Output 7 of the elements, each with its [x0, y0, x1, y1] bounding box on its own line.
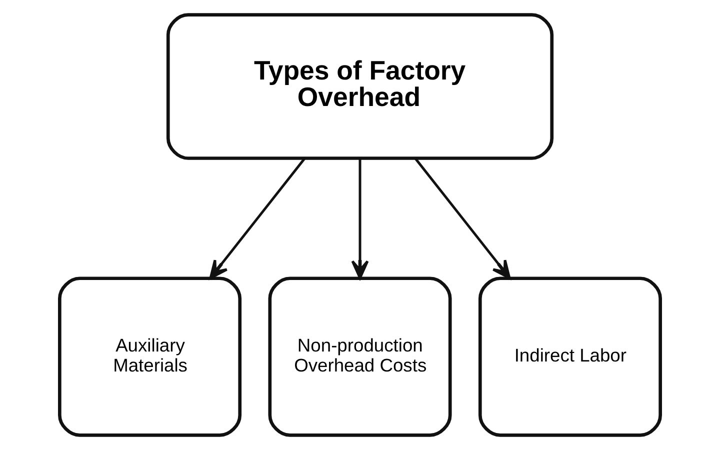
- arrow: [414, 158, 511, 280]
- arrow: [209, 158, 306, 280]
- node-box: Auxiliary Materials: [58, 276, 242, 437]
- node-box: Indirect Labor: [478, 276, 662, 437]
- node-box: Non-production Overhead Costs: [268, 276, 452, 437]
- node-box: Types of Factory Overhead: [166, 13, 554, 160]
- arrow: [351, 158, 369, 280]
